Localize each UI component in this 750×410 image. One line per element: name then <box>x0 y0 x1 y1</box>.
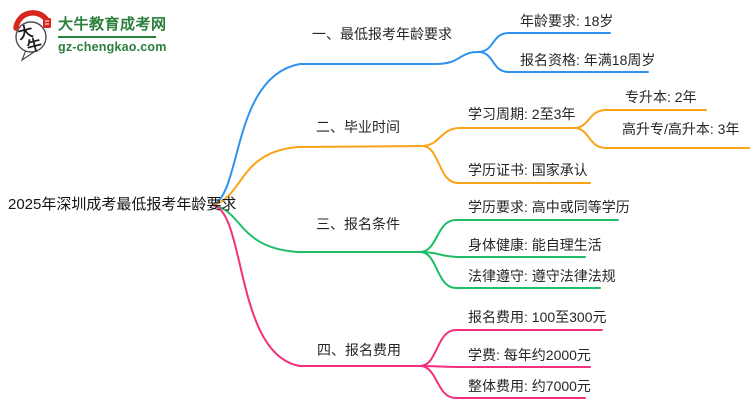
icon-char-niu: 牛 <box>25 35 44 56</box>
red-seal <box>43 18 51 28</box>
root-topic: 2025年深圳成考最低报考年龄要求 <box>8 196 237 213</box>
node-eligibility: 报名资格: 年满18周岁 <box>520 52 656 68</box>
seal-mark <box>45 20 49 25</box>
node-tuition: 学费: 每年约2000元 <box>468 347 591 363</box>
node-education-requirement: 学历要求: 高中或同等学历 <box>468 199 630 215</box>
topic-graduation-time: 二、毕业时间 <box>316 119 400 135</box>
topic-conditions: 三、报名条件 <box>316 216 400 232</box>
node-gaosheng: 高升专/高升本: 3年 <box>622 121 740 137</box>
icon-char-da: 大 <box>16 22 35 43</box>
branch-conditions-lines <box>212 204 619 289</box>
site-name: 大牛教育成考网 <box>58 16 167 33</box>
node-health: 身体健康: 能自理生活 <box>468 237 602 253</box>
branch-graduation-lines <box>212 109 750 206</box>
site-logo: 大 牛 大牛教育成考网 gz-chengkao.com <box>12 8 232 62</box>
logo-divider <box>58 36 156 38</box>
node-total-cost: 整体费用: 约7000元 <box>468 378 591 394</box>
site-domain: gz-chengkao.com <box>58 40 167 54</box>
daniu-bubble-icon: 大 牛 <box>13 10 51 62</box>
node-study-period: 学习周期: 2至3年 <box>468 106 576 122</box>
node-age-requirement: 年龄要求: 18岁 <box>520 13 614 29</box>
topic-min-age: 一、最低报考年龄要求 <box>312 26 452 42</box>
topic-fees: 四、报名费用 <box>317 342 401 358</box>
node-registration-fee: 报名费用: 100至300元 <box>468 309 607 325</box>
branch-age-lines <box>212 32 649 206</box>
node-zhuanshengben: 专升本: 2年 <box>625 89 697 105</box>
branch-fees-lines <box>212 204 603 399</box>
node-diploma: 学历证书: 国家承认 <box>468 162 588 178</box>
red-hat-arc <box>13 10 49 31</box>
node-law: 法律遵守: 遵守法律法规 <box>468 268 616 284</box>
